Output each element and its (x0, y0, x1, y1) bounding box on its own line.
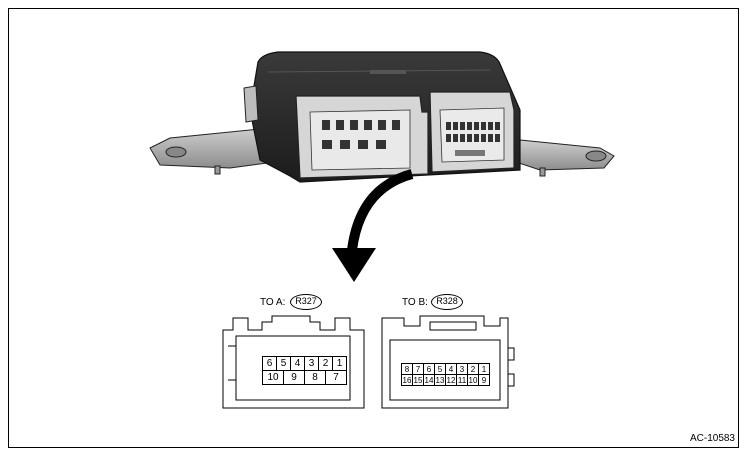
right-mount-hole (585, 150, 607, 162)
connector-b-ref: R328 (431, 294, 463, 310)
connector_a-top-pin-1: 1 (332, 356, 347, 371)
connector-a-pins (322, 120, 400, 149)
connector_a-bottom-pin-8: 8 (304, 370, 326, 385)
connector_a-bottom-pin-9: 9 (283, 370, 305, 385)
connector_a-top-pin-2: 2 (318, 356, 333, 371)
connector-b-outline (381, 315, 515, 409)
left-stud (214, 165, 221, 175)
connector_a-bottom-pin-10: 10 (262, 370, 284, 385)
connector-a-outline (222, 315, 365, 409)
document-id: AC-10583 (689, 433, 735, 444)
callout-arrow (332, 169, 414, 282)
connector-a-ref: R327 (290, 294, 322, 310)
connector-b-pins (446, 122, 500, 142)
left-clip (243, 85, 259, 123)
connector-b-prefix: TO B: (402, 297, 428, 308)
module-illustration (149, 51, 615, 183)
connector_b-bottom-pin-9: 9 (478, 374, 490, 386)
right-stud (539, 167, 546, 177)
connector_a-bottom-pin-7: 7 (325, 370, 347, 385)
connector-a-prefix: TO A: (260, 297, 286, 308)
left-mount-hole (165, 146, 187, 158)
connector_a-top-pin-5: 5 (276, 356, 291, 371)
connector_a-top-pin-4: 4 (290, 356, 305, 371)
module-label-strip (370, 70, 406, 74)
diagram-frame (8, 8, 739, 448)
connector_a-top-pin-3: 3 (304, 356, 319, 371)
connector_a-top-pin-6: 6 (262, 356, 277, 371)
